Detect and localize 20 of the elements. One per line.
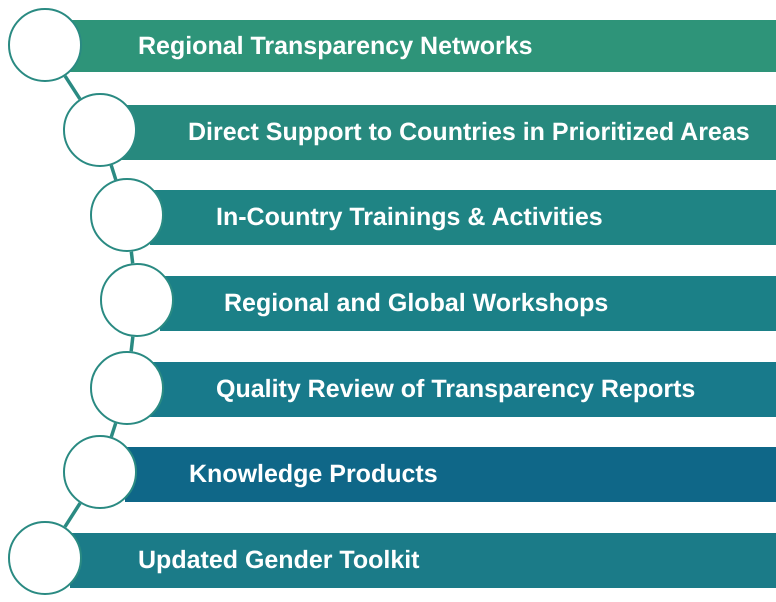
connector-line: [129, 336, 135, 352]
item-label: Direct Support to Countries in Prioritized Areas: [188, 118, 750, 147]
connector-line: [130, 252, 134, 264]
item-bar: [120, 105, 776, 160]
item-bar: [125, 447, 776, 502]
connector-line: [64, 75, 82, 100]
connector-line: [110, 422, 118, 438]
item-bar: [70, 20, 776, 72]
item-bar: [150, 190, 776, 245]
item-bar: [160, 276, 776, 331]
item-bar: [70, 533, 776, 588]
item-label: In-Country Trainings & Activities: [216, 203, 603, 232]
item-label: Regional and Global Workshops: [224, 289, 608, 318]
connector-line: [63, 502, 82, 528]
item-label: Updated Gender Toolkit: [138, 546, 420, 575]
item-label: Quality Review of Transparency Reports: [216, 375, 696, 404]
connector-line: [110, 164, 118, 180]
item-bar: [150, 362, 776, 417]
item-label: Regional Transparency Networks: [138, 32, 533, 60]
item-label: Knowledge Products: [189, 460, 438, 489]
